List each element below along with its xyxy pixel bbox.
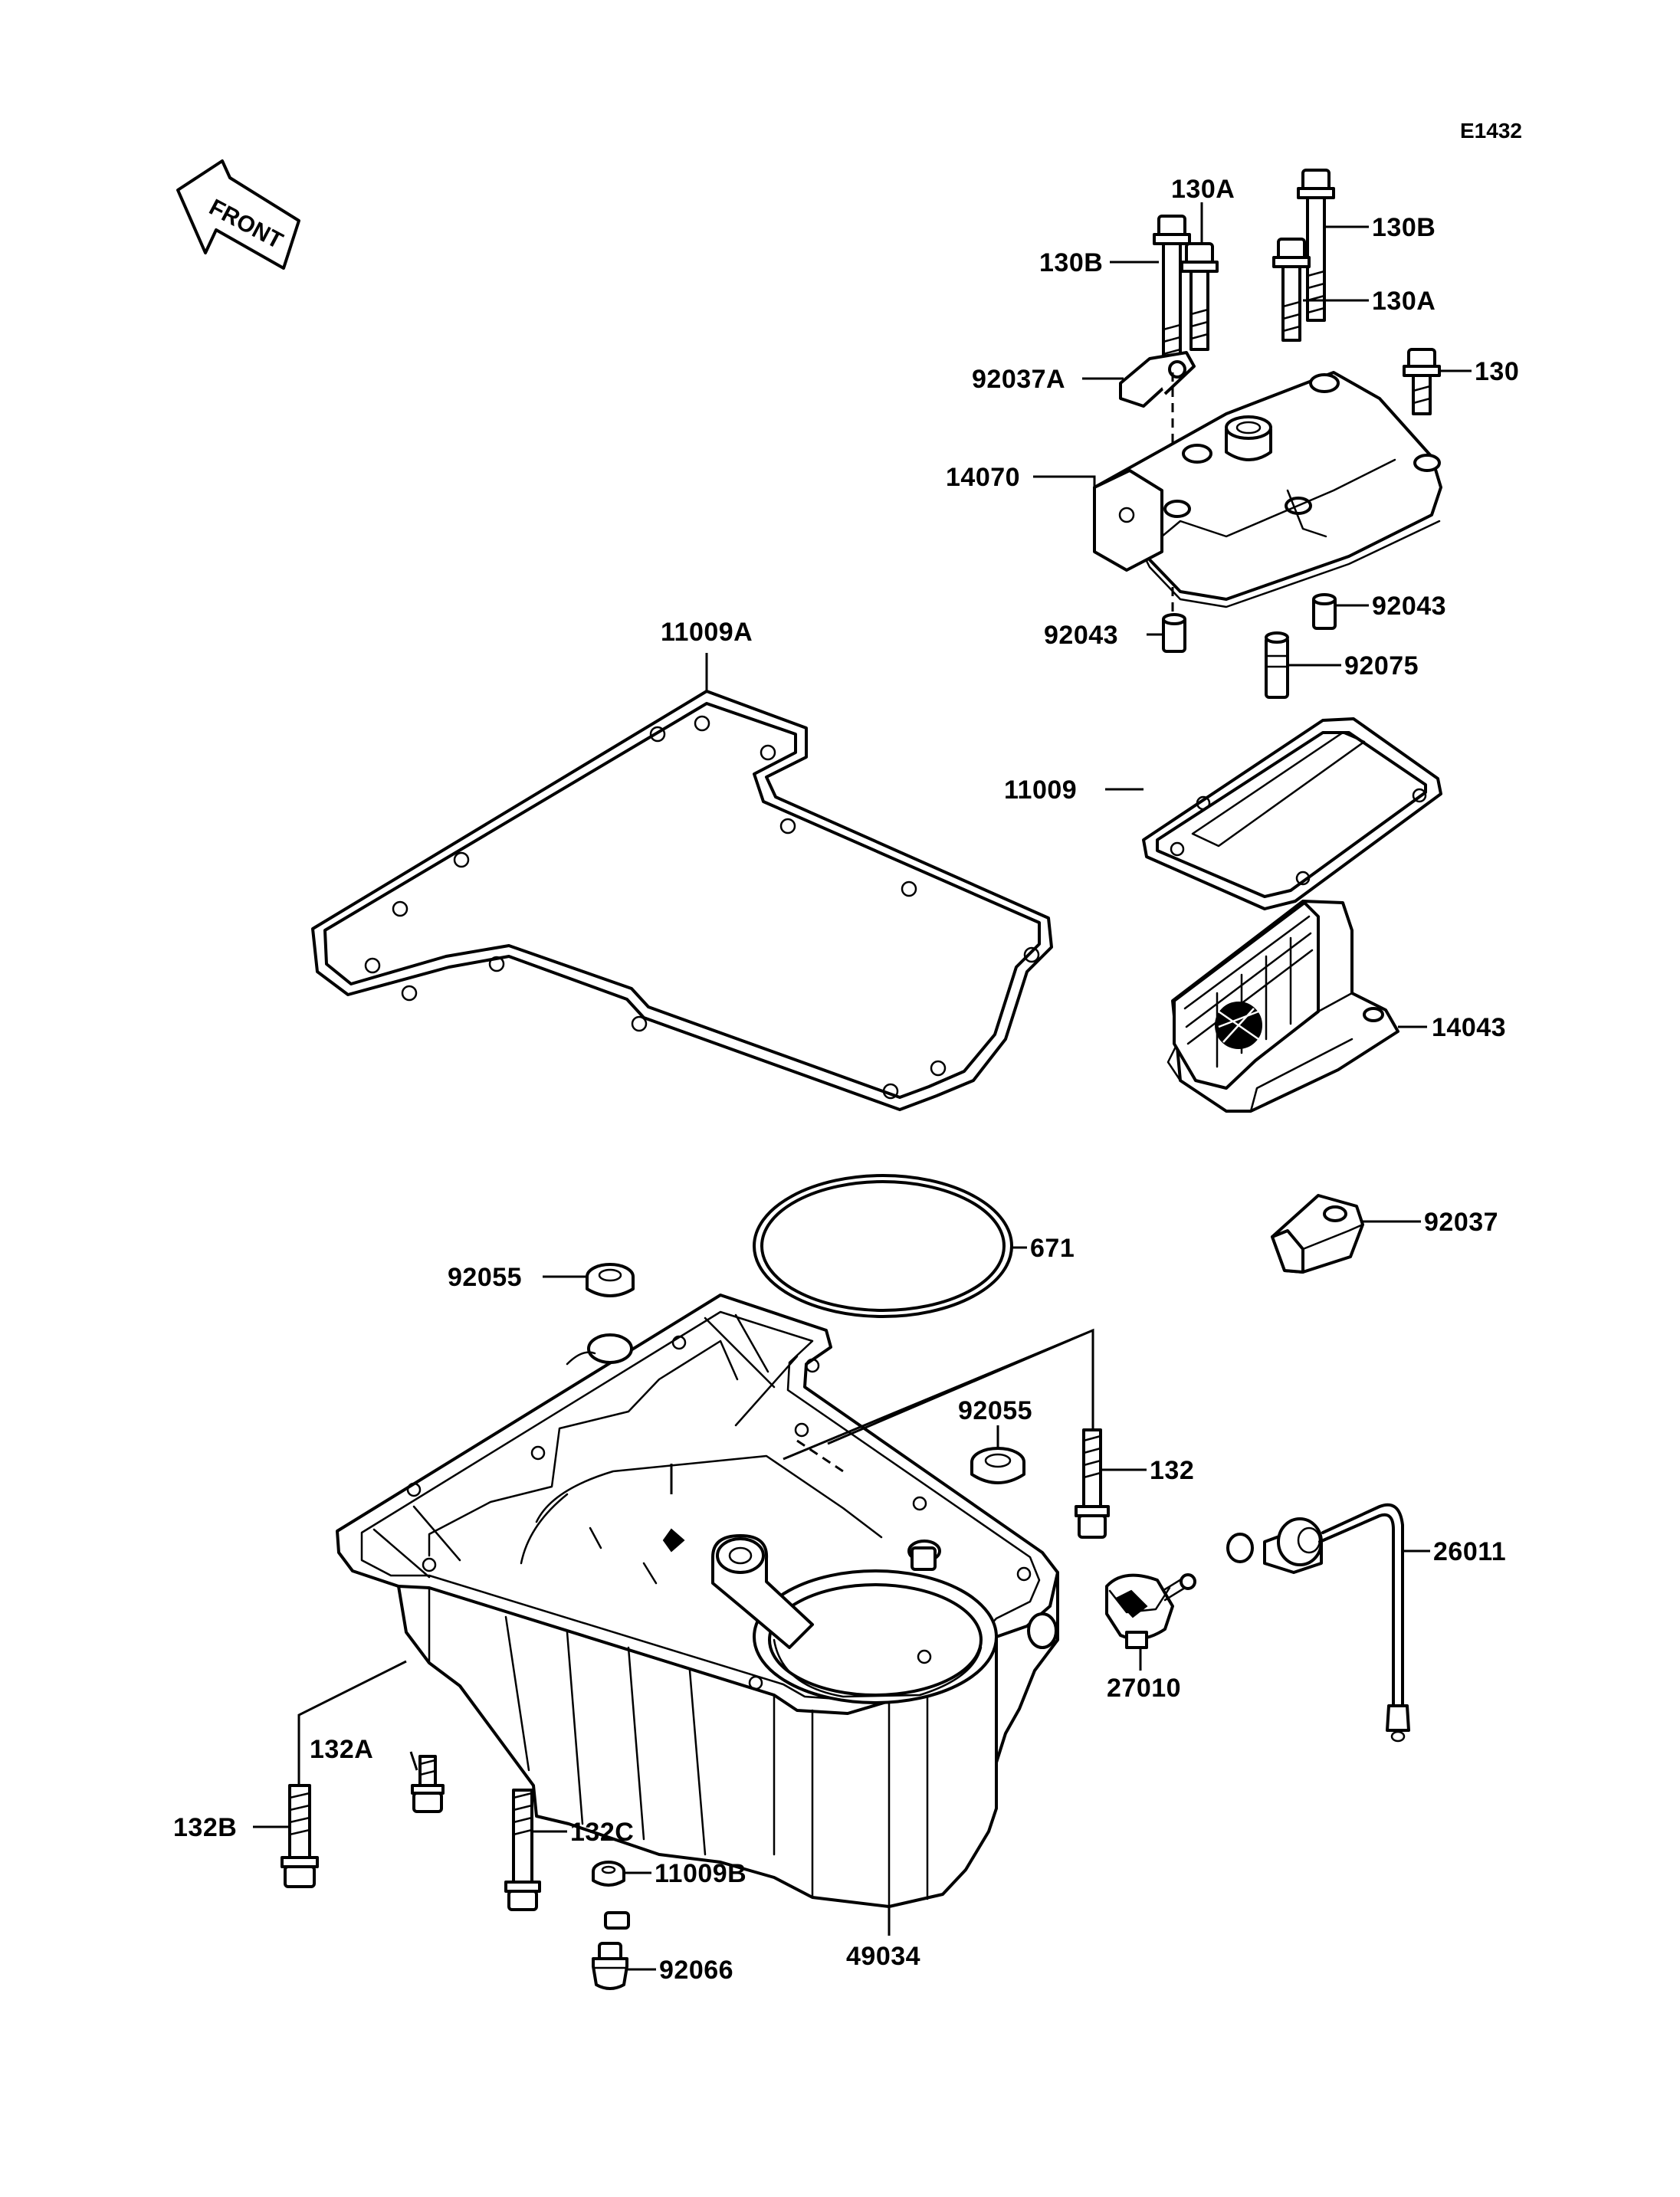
clamp-92037-icon	[1271, 1194, 1364, 1274]
label-14070: 14070	[946, 463, 1020, 492]
label-26011: 26011	[1433, 1537, 1506, 1566]
leader-lines	[253, 202, 1472, 1971]
label-27010: 27010	[1107, 1674, 1181, 1703]
oil-pan-49034-icon	[336, 1294, 1059, 1930]
o-ring-671-icon	[753, 1174, 1013, 1318]
mesh-icon	[1215, 1002, 1262, 1049]
label-130: 130	[1475, 357, 1519, 386]
label-92066: 92066	[659, 1956, 733, 1985]
front-arrow-icon: FRONT	[176, 159, 300, 270]
label-132b: 132B	[173, 1813, 237, 1842]
cover-14070-icon	[1093, 371, 1442, 608]
label-132: 132	[1150, 1456, 1194, 1485]
bolt-130b-left-icon	[1153, 215, 1191, 374]
bolt-130-icon	[1403, 348, 1441, 415]
pan-alignment-dash-icon	[796, 1439, 844, 1473]
washer-92055-left-icon	[586, 1263, 635, 1297]
label-92043-left: 92043	[1044, 621, 1118, 650]
bolt-132b-icon	[281, 1784, 319, 1888]
label-92037a: 92037A	[972, 365, 1065, 394]
label-92075: 92075	[1344, 651, 1419, 680]
plug-92066-icon	[592, 1942, 628, 1990]
label-671: 671	[1030, 1234, 1075, 1263]
label-92043-right: 92043	[1372, 592, 1446, 621]
switch-27010-icon	[1105, 1573, 1196, 1649]
bolt-130a-left-icon	[1180, 242, 1219, 351]
bolt-132c-icon	[504, 1789, 541, 1911]
label-49034: 49034	[846, 1942, 920, 1971]
bolt-132a-icon	[411, 1755, 445, 1813]
bolt-130a-right-icon	[1272, 238, 1311, 342]
label-132a: 132A	[310, 1735, 373, 1764]
label-11009: 11009	[1004, 776, 1077, 805]
collar-92043-right-icon	[1312, 593, 1337, 630]
strainer-14043-icon	[1166, 900, 1399, 1113]
label-132c: 132C	[570, 1818, 634, 1847]
label-92055-left: 92055	[448, 1263, 522, 1292]
gasket-11009a-icon	[311, 690, 1053, 1111]
label-14043: 14043	[1432, 1013, 1506, 1042]
pipe-92075-icon	[1265, 631, 1289, 699]
gasket-11009b-icon	[592, 1861, 625, 1887]
bolt-130b-right-icon	[1297, 169, 1335, 322]
collar-92043-left-icon	[1162, 613, 1186, 653]
label-11009b: 11009B	[655, 1859, 746, 1888]
label-130a-right: 130A	[1372, 287, 1436, 316]
washer-92055-mid-icon	[970, 1447, 1025, 1484]
label-130b-left: 130B	[1039, 248, 1103, 277]
gasket-11009-icon	[1142, 717, 1442, 910]
label-92055-mid: 92055	[958, 1396, 1032, 1425]
label-130b-right: 130B	[1372, 213, 1436, 242]
bracket-92037a-icon	[1119, 351, 1196, 408]
gauge-26011-icon	[1226, 1503, 1410, 1743]
label-130a-top: 130A	[1171, 175, 1235, 204]
label-92037: 92037	[1424, 1208, 1498, 1237]
bolt-132-icon	[1075, 1428, 1110, 1539]
diagram-code: E1432	[1460, 119, 1522, 143]
label-11009a: 11009A	[661, 618, 753, 647]
